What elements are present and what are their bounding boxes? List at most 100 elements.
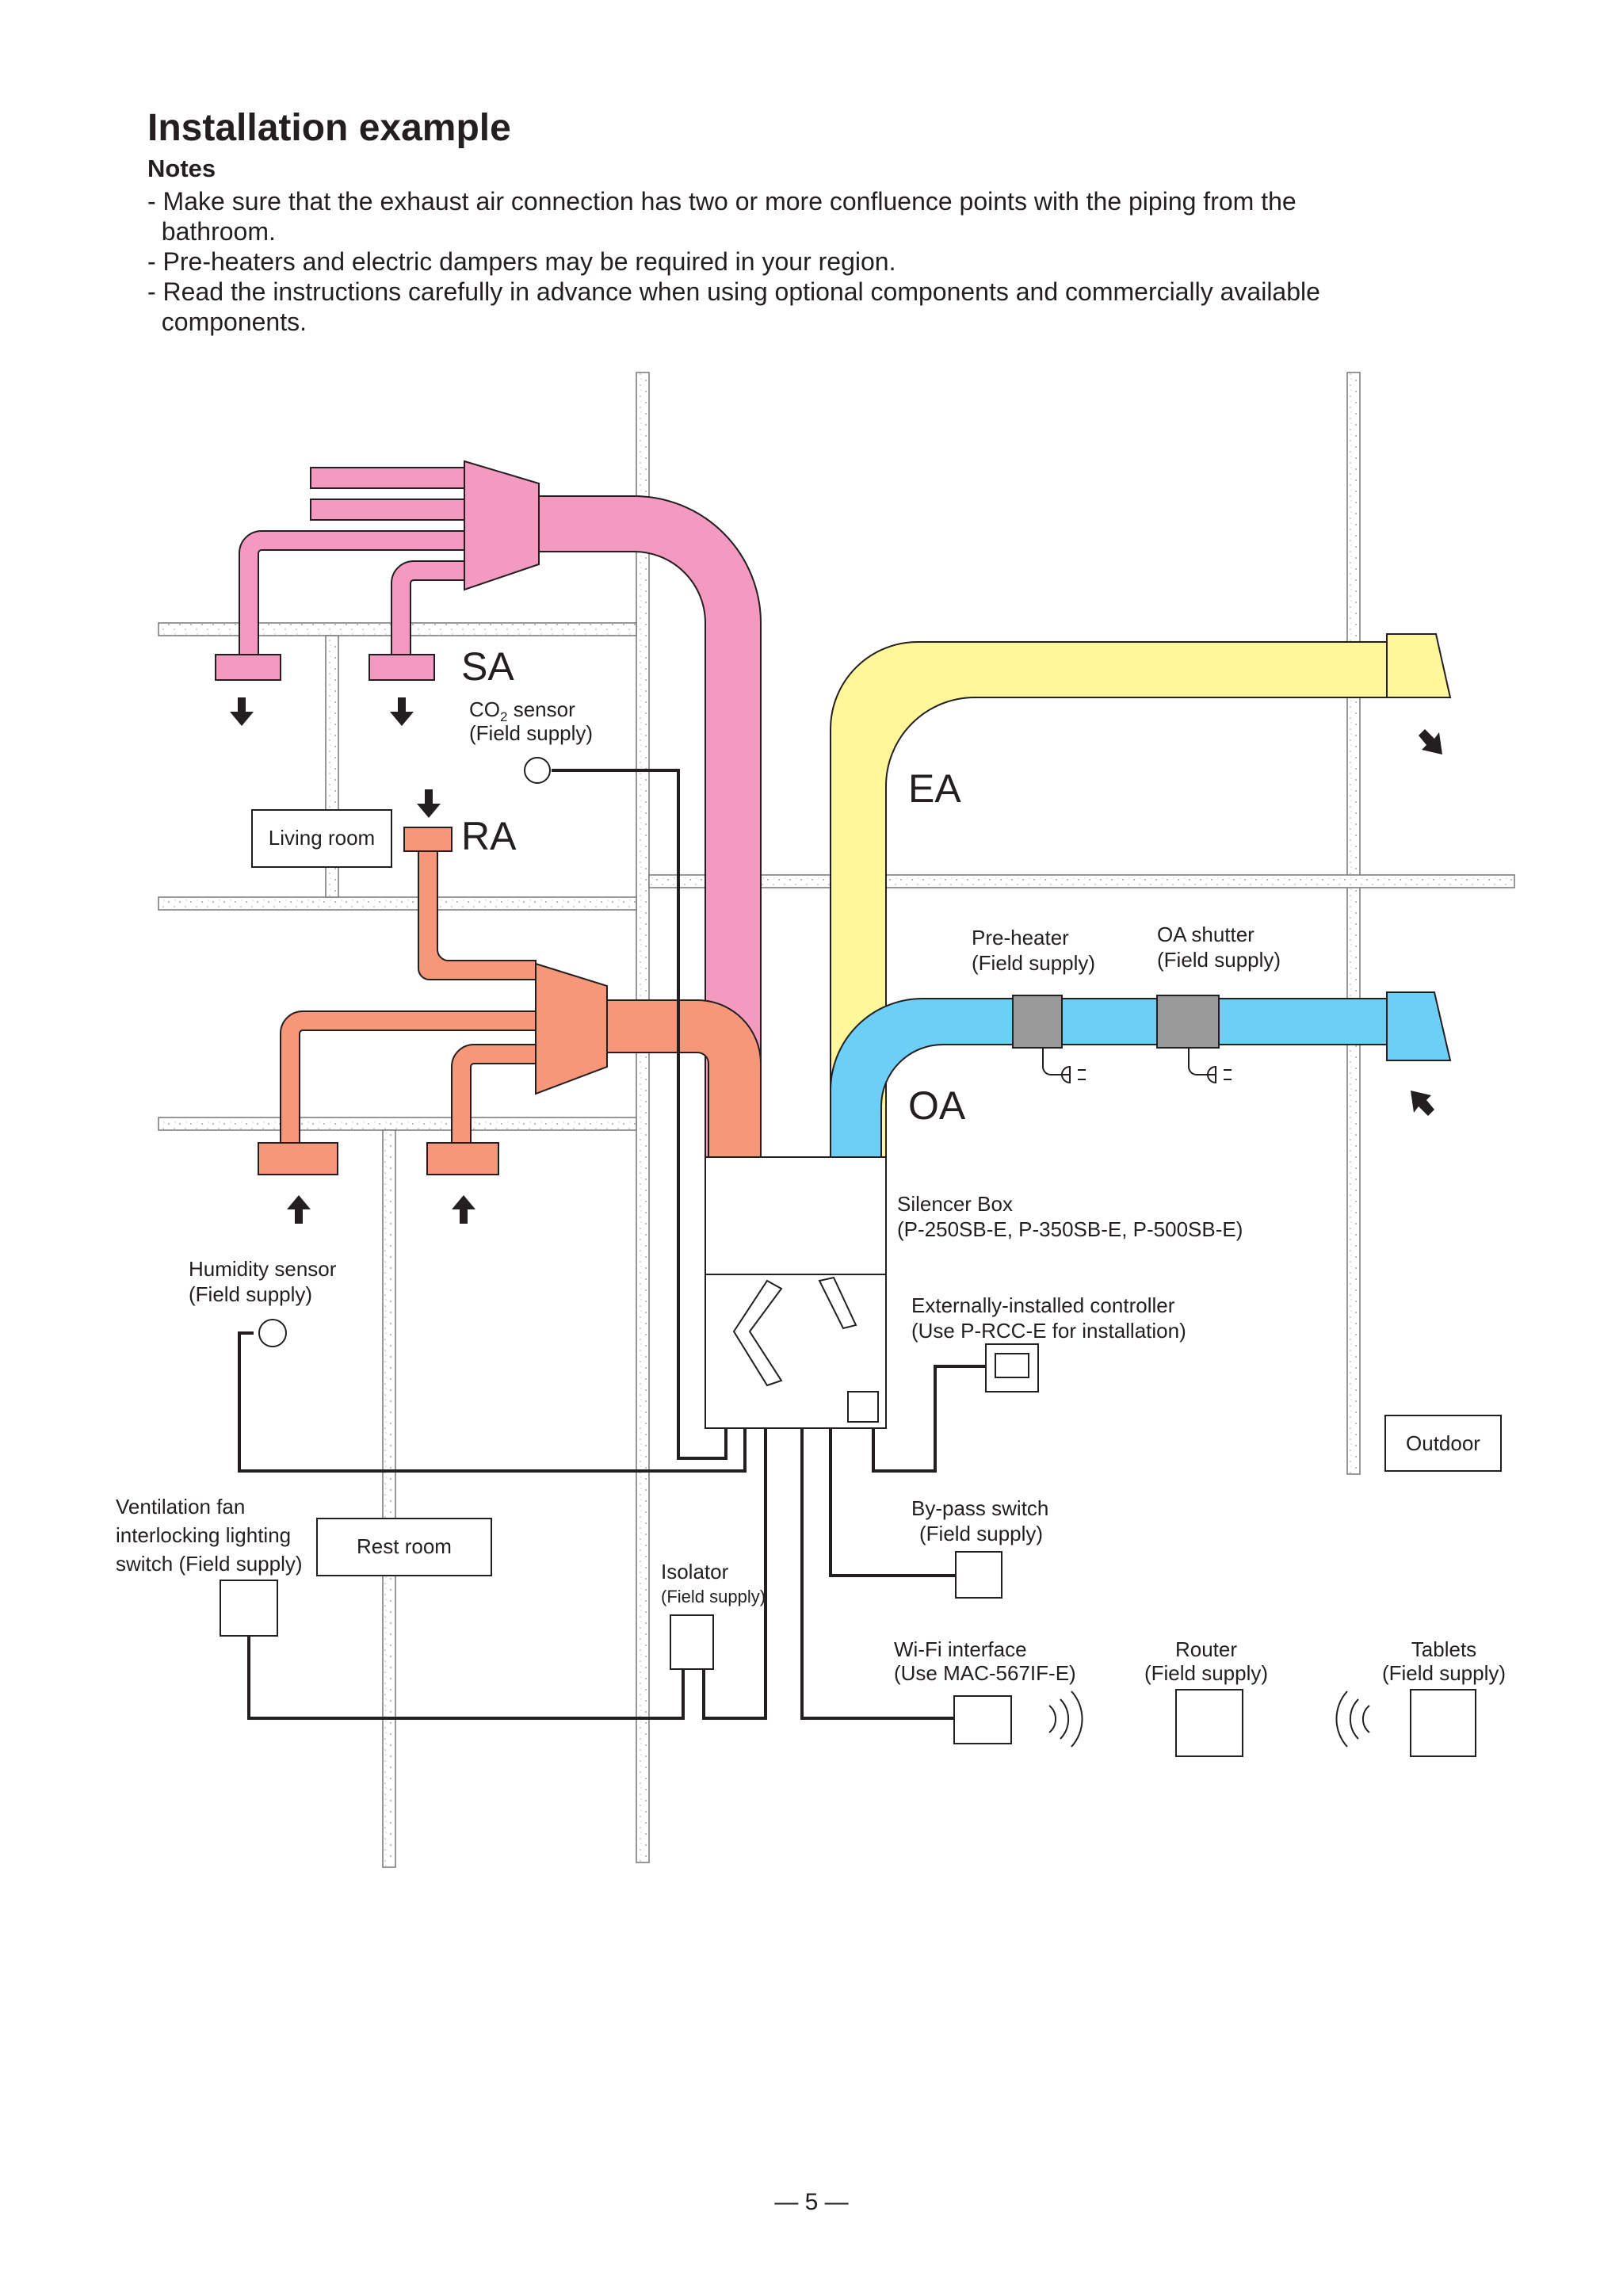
rest-room-label: Rest room	[357, 1534, 452, 1558]
living-room-box	[251, 809, 392, 868]
wifi-interface-model-label: (Use MAC-567IF-E)	[894, 1661, 1076, 1685]
ra-duct-system	[258, 827, 762, 1175]
wiring	[238, 769, 986, 1720]
bypass-switch	[955, 1551, 1002, 1599]
pre-heater-supply-label: (Field supply)	[972, 951, 1095, 975]
sa-right-arrow-icon	[390, 697, 414, 726]
wifi-interface	[953, 1695, 1012, 1744]
floor-middle-right	[648, 874, 1515, 888]
controller-wire	[872, 1365, 986, 1473]
bypass-switch-supply-label: (Field supply)	[919, 1522, 1043, 1545]
oa-shutter-label: OA shutter	[1157, 923, 1254, 946]
wifi-interface-wire	[800, 1428, 954, 1720]
oa-label: OA	[908, 1083, 966, 1128]
ventilation-unit	[705, 1156, 887, 1429]
note-line-4: - Read the instructions carefully in adv…	[147, 277, 1320, 306]
wireless-signals	[1048, 1690, 1370, 1748]
field-components	[220, 757, 1476, 1757]
oa-shutter	[1156, 995, 1220, 1049]
co2-sensor	[524, 757, 551, 784]
ra-pipe-right	[451, 1044, 537, 1144]
note-line-2: bathroom.	[147, 217, 276, 246]
airflow-arrows	[230, 697, 1442, 1224]
ea-outlet-hood	[1386, 633, 1452, 698]
tablet	[1410, 1689, 1476, 1757]
ra-pipe-from-living-room	[418, 850, 537, 980]
ra-down-arrow-icon	[417, 789, 441, 818]
bypass-switch-label: By-pass switch	[911, 1496, 1048, 1520]
oa-main-duct	[830, 998, 1388, 1158]
unit-control-box	[847, 1391, 879, 1423]
note-line-1: - Make sure that the exhaust air connect…	[147, 187, 1296, 216]
ra-left-arrow-icon	[287, 1195, 311, 1224]
wifi-waves-left-icon	[1335, 1690, 1370, 1748]
electric-plugs	[1042, 1048, 1232, 1084]
note-line-5: components.	[147, 308, 307, 336]
sa-grille-left	[215, 654, 281, 681]
co2-sensor-wire	[552, 769, 727, 1460]
unit-flow-mark-right	[818, 1276, 857, 1330]
tablets-label: Tablets	[1411, 1637, 1476, 1661]
sa-main-duct	[538, 495, 762, 1158]
humidity-sensor-label: Humidity sensor	[189, 1257, 337, 1281]
wall-center	[636, 372, 650, 1863]
wall-rest-room	[382, 1129, 396, 1868]
ra-right-arrow-icon	[452, 1195, 475, 1224]
outdoor-box	[1384, 1415, 1502, 1472]
room-boxes	[251, 809, 1502, 1576]
note-line-3: - Pre-heaters and electric dampers may b…	[147, 247, 896, 276]
ea-duct-system	[830, 633, 1452, 1158]
rest-room-box	[316, 1518, 492, 1576]
ra-grille-right	[426, 1142, 499, 1175]
vent-fan-switch-label-3: switch (Field supply)	[116, 1552, 303, 1576]
vent-fan-switch-label-1: Ventilation fan	[116, 1495, 245, 1519]
ra-label: RA	[461, 814, 517, 858]
oa-duct-system	[830, 991, 1452, 1158]
sa-label: SA	[461, 644, 514, 689]
floor-middle-left	[158, 896, 637, 911]
wifi-waves-right-icon	[1048, 1690, 1083, 1748]
router-supply-label: (Field supply)	[1144, 1661, 1268, 1685]
isolator-wire-b	[247, 1636, 685, 1720]
isolator-label: Isolator	[661, 1560, 729, 1584]
sa-pipe-4	[391, 560, 465, 655]
sa-grille-right	[369, 654, 435, 681]
ra-grille-top	[403, 827, 453, 852]
isolator	[670, 1614, 714, 1670]
tablets-supply-label: (Field supply)	[1382, 1661, 1506, 1685]
oa-shutter-plug-icon	[1207, 1065, 1232, 1084]
oa-shutter-cable	[1188, 1048, 1216, 1075]
pre-heater-label: Pre-heater	[972, 926, 1069, 949]
unit-flow-mark-left	[732, 1279, 783, 1387]
humidity-sensor-wire	[238, 1331, 747, 1473]
sa-pipe-1	[310, 467, 465, 489]
page-title: Installation example	[147, 107, 511, 149]
isolator-supply-label: (Field supply)	[661, 1587, 766, 1606]
oa-inlet-hood	[1386, 991, 1452, 1061]
ra-main-duct	[606, 999, 762, 1158]
sa-duct-system	[215, 460, 762, 1158]
outdoor-label: Outdoor	[1406, 1431, 1480, 1455]
co2-sensor-label: CO2 sensor	[469, 697, 575, 724]
oa-shutter-supply-label: (Field supply)	[1157, 948, 1281, 972]
pre-heater-cable	[1042, 1048, 1070, 1075]
pre-heater-plug-icon	[1061, 1065, 1086, 1084]
silencer-box-label: Silencer Box	[897, 1192, 1013, 1216]
living-room-label: Living room	[269, 826, 375, 850]
ext-controller-label: Externally-installed controller	[911, 1293, 1175, 1317]
router	[1175, 1689, 1243, 1757]
silencer-box	[705, 1156, 887, 1275]
sa-header	[464, 460, 540, 591]
ea-label: EA	[908, 766, 961, 811]
ea-outlet-arrow-icon	[1419, 729, 1442, 755]
external-controller-screen	[995, 1353, 1029, 1378]
ra-header	[535, 962, 608, 1095]
sa-left-arrow-icon	[230, 697, 254, 726]
co2-sensor-supply-label: (Field supply)	[469, 721, 593, 745]
sa-pipe-3	[239, 530, 465, 655]
floor-lower-left	[158, 1117, 637, 1131]
ext-controller-model-label: (Use P-RCC-E for installation)	[911, 1319, 1186, 1343]
ra-grille-left	[258, 1142, 338, 1175]
humidity-sensor-supply-label: (Field supply)	[189, 1282, 312, 1306]
